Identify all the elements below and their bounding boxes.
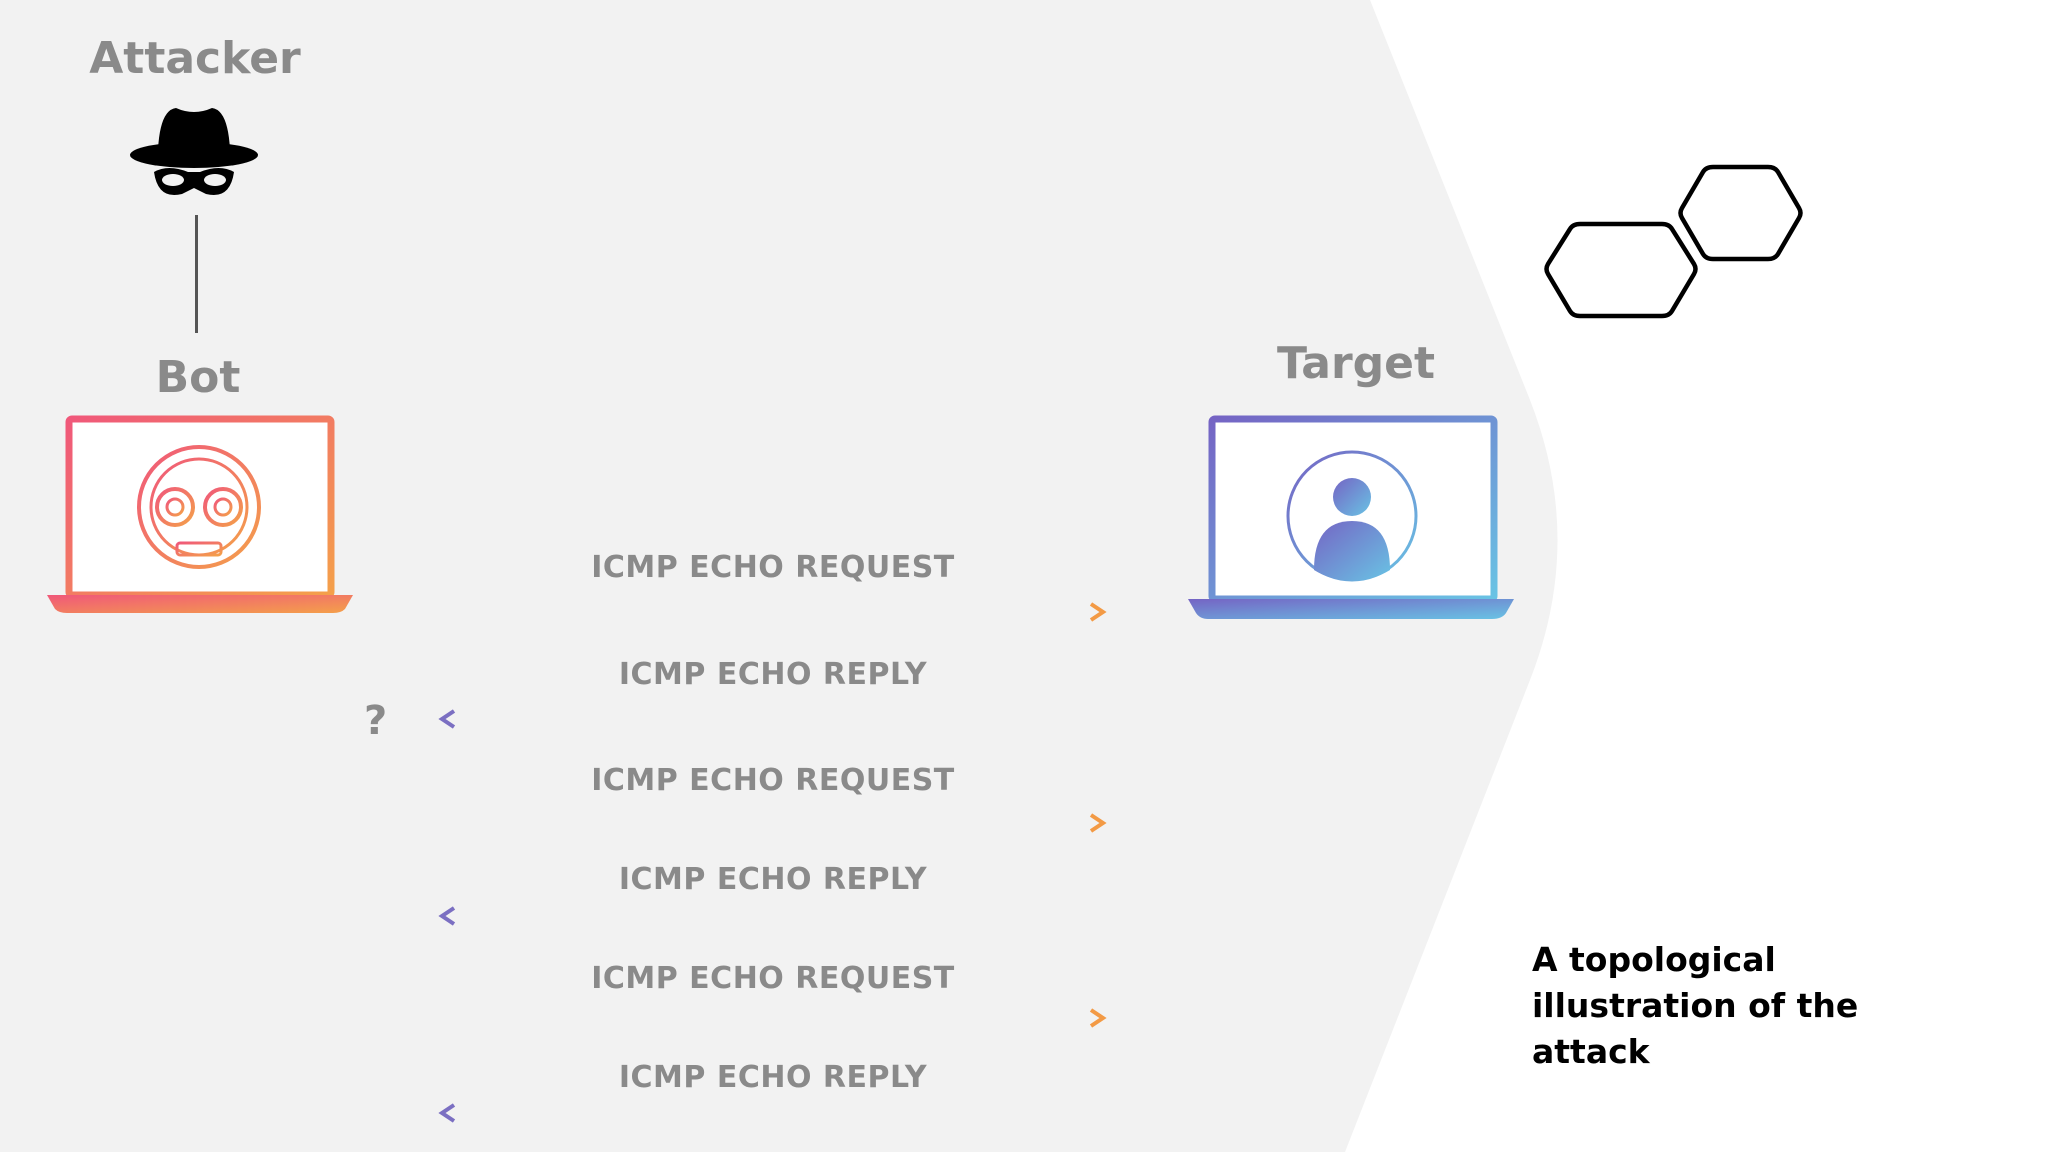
question-mark: ? (364, 698, 388, 744)
robot-laptop-icon (47, 415, 353, 613)
attacker-bot-link (195, 215, 198, 333)
request-arrow (440, 1008, 1107, 1028)
message-label: ICMP ECHO REQUEST (591, 961, 955, 996)
message-label: ICMP ECHO REPLY (618, 862, 928, 897)
user-laptop-icon (1188, 415, 1514, 619)
target-label: Target (1276, 338, 1436, 389)
message-label: ICMP ECHO REPLY (618, 657, 928, 692)
attacker-label: Attacker (89, 33, 301, 84)
request-arrow (440, 813, 1107, 833)
message-label: ICMP ECHO REQUEST (591, 763, 955, 798)
caption: A topological illustration of the attack (1532, 940, 1859, 1071)
reply-arrow (438, 906, 1105, 926)
reply-arrow (438, 1103, 1105, 1123)
message-label: ICMP ECHO REQUEST (591, 550, 955, 585)
hexagon-outline-icon (1544, 164, 1803, 319)
message-label: ICMP ECHO REPLY (618, 1060, 928, 1095)
request-arrow (440, 602, 1107, 622)
spy-hat-icon (130, 108, 258, 196)
reply-arrow (438, 709, 1105, 729)
bot-label: Bot (155, 352, 241, 403)
